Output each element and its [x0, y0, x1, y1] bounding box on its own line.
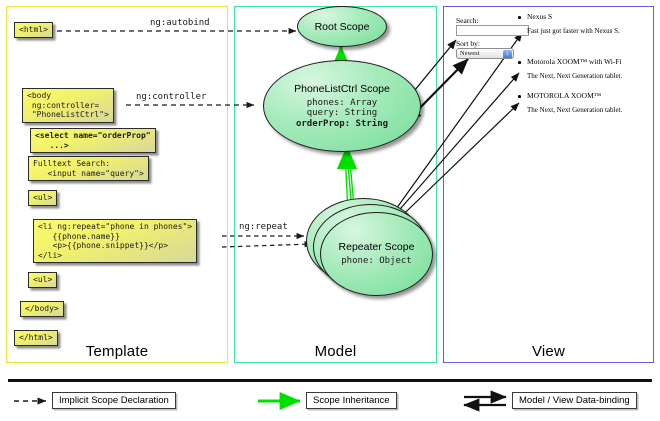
scope-phonelistctrl-title: PhoneListCtrl Scope [294, 82, 390, 95]
label-ng-repeat: ng:repeat [239, 222, 288, 232]
sort-select[interactable]: Newest ↕ [456, 48, 514, 59]
member-phones: phones: Array [306, 97, 378, 108]
phone-snippet: The Next, Next Generation tablet. [527, 106, 623, 114]
scope-root-title: Root Scope [314, 20, 370, 33]
code-box-body-open: <body ng:controller= "PhoneListCtrl"> [22, 88, 114, 123]
scope-phonelistctrl: PhoneListCtrl Scope phones: Array query:… [263, 60, 421, 152]
legend-divider [8, 379, 652, 382]
code-box-fulltext-search: Fulltext Search: <input name="query"> [28, 156, 149, 182]
bullet-icon [518, 95, 521, 98]
legend-item-data-binding: Model / View Data-binding [512, 392, 637, 409]
bullet-icon [518, 61, 521, 64]
list-item: Nexus S Fast just got faster with Nexus … [518, 12, 620, 35]
code-box-select: <select name="orderProp" ...> [30, 128, 156, 154]
scope-phonelistctrl-members: phones: Array query: String orderProp: S… [296, 98, 388, 130]
scope-root: Root Scope [297, 6, 387, 47]
bullet-icon [518, 16, 521, 19]
phone-name: MOTOROLA XOOM™ [527, 91, 602, 100]
scope-repeater-members: phone: Object [341, 256, 411, 267]
code-box-html-open: <html> [14, 22, 53, 38]
code-box-li-repeat: <li ng:repeat="phone in phones"> {{phone… [33, 219, 198, 264]
member-phone: phone: Object [341, 256, 412, 267]
code-box-ul-close: <ul> [28, 272, 58, 288]
panel-view-label: View [531, 343, 566, 360]
member-orderprop: orderProp: String [295, 118, 389, 129]
phone-name: Nexus S [527, 12, 553, 21]
list-item: Motorola XOOM™ with Wi-Fi The Next, Next… [518, 57, 623, 80]
sort-select-value: Newest [460, 50, 480, 57]
search-input[interactable] [456, 25, 529, 36]
sort-label: Sort by: [456, 39, 480, 48]
member-query: query: String [306, 108, 378, 119]
label-ng-controller: ng:controller [136, 92, 207, 102]
search-label: Search: [456, 16, 479, 25]
scope-repeater-title: Repeater Scope [338, 241, 415, 254]
chevron-updown-icon: ↕ [503, 50, 512, 58]
legend-item-scope-inheritance: Scope Inheritance [306, 392, 397, 409]
phone-name: Motorola XOOM™ with Wi-Fi [527, 57, 622, 66]
panel-template-label: Template [85, 343, 149, 360]
list-item: MOTOROLA XOOM™ The Next, Next Generation… [518, 91, 623, 114]
phone-snippet: Fast just got faster with Nexus S. [527, 27, 620, 35]
phone-snippet: The Next, Next Generation tablet. [527, 72, 623, 80]
scope-repeater: Repeater Scope phone: Object [320, 212, 433, 296]
label-ng-autobind: ng:autobind [150, 18, 210, 28]
code-box-html-close: </html> [14, 330, 58, 346]
legend-item-implicit-scope: Implicit Scope Declaration [52, 392, 176, 409]
code-box-ul-open: <ul> [28, 190, 58, 206]
panel-model-label: Model [314, 343, 357, 360]
code-box-body-close: </body> [20, 301, 64, 317]
